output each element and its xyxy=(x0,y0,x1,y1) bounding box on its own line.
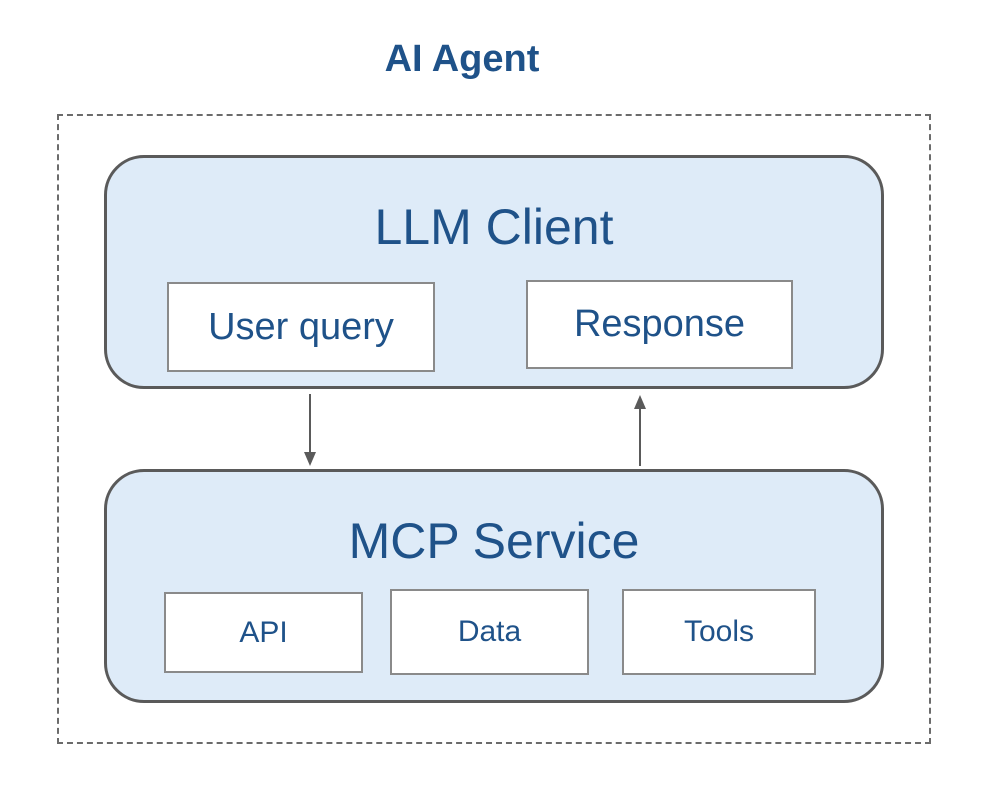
diagram-title: AI Agent xyxy=(384,38,540,80)
api-box: API xyxy=(164,592,363,673)
user-query-box: User query xyxy=(167,282,435,372)
tools-box: Tools xyxy=(622,589,816,675)
arrowhead-up-icon xyxy=(634,395,646,409)
data-box: Data xyxy=(390,589,589,675)
response-box: Response xyxy=(526,280,793,369)
arrow-up-to-response xyxy=(634,395,646,466)
llm-client-title: LLM Client xyxy=(374,199,614,255)
ai-agent-boundary xyxy=(57,114,931,744)
arrowhead-down-icon xyxy=(304,452,316,466)
arrow-down-to-mcp xyxy=(304,394,316,466)
mcp-service-title: MCP Service xyxy=(348,513,640,569)
